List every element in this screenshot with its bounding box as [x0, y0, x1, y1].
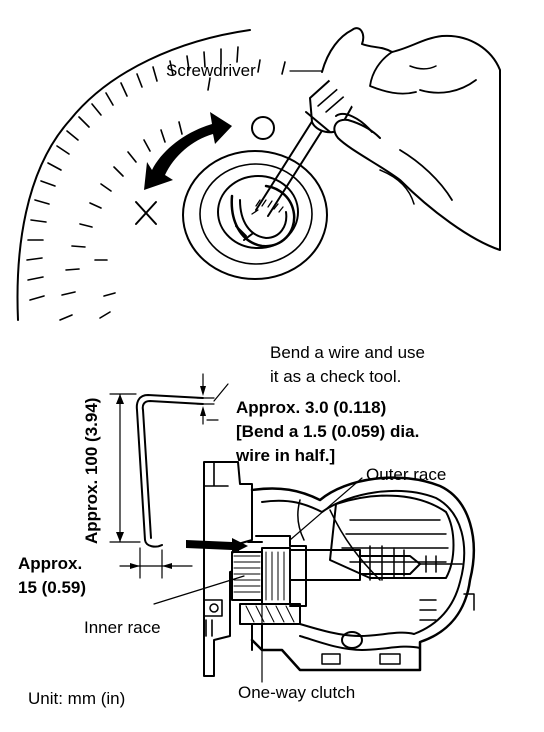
label-inner-race: Inner race	[84, 618, 161, 637]
one-way-clutch-assembly	[231, 535, 307, 651]
label-bend-wire-line1: Bend a wire and use	[270, 343, 425, 362]
screwdriver-shaft	[255, 111, 331, 217]
hub-middle-ring	[199, 163, 313, 265]
label-approx-100: Approx. 100 (3.94)	[82, 397, 101, 544]
rotation-arrow	[144, 112, 232, 190]
bent-wire	[135, 394, 204, 548]
turbine-blade	[329, 494, 455, 579]
label-bend-dia-line2: wire in half.]	[236, 446, 336, 465]
converter-outer-edge	[16, 29, 251, 321]
torque-converter-illustration	[16, 27, 501, 321]
label-screwdriver: Screwdriver	[166, 61, 256, 80]
hand-outline	[321, 27, 501, 251]
converter-fins	[26, 46, 286, 321]
hub-outer-ring	[182, 150, 328, 280]
clutch-cross-section	[153, 461, 475, 683]
label-bend-wire-line2: it as a check tool.	[270, 367, 402, 386]
converter-hole	[251, 116, 275, 140]
label-unit: Unit: mm (in)	[28, 689, 126, 708]
converter-shell	[250, 476, 475, 672]
label-one-way-clutch: One-way clutch	[238, 683, 356, 702]
label-bend-dia-line1: [Bend a 1.5 (0.059) dia.	[236, 422, 420, 441]
dim-3-line	[196, 373, 215, 425]
dim-15-line	[119, 547, 193, 579]
wire-check-tool-drawing	[109, 373, 229, 579]
inner-race-leader	[153, 575, 245, 605]
clutch-splines	[251, 199, 284, 215]
label-approx-15-line1: Approx.	[18, 554, 83, 573]
outer-race-leader	[289, 477, 363, 541]
dim-100-line	[109, 393, 141, 543]
x-mark	[135, 201, 157, 225]
label-approx-15-line2: 15 (0.59)	[18, 578, 87, 597]
label-outer-race: Outer race	[366, 465, 447, 484]
inserted-wire	[186, 538, 248, 554]
shaft	[289, 549, 421, 581]
hub-inner-ring	[217, 175, 299, 249]
label-approx-3-0: Approx. 3.0 (0.118)	[236, 398, 387, 417]
